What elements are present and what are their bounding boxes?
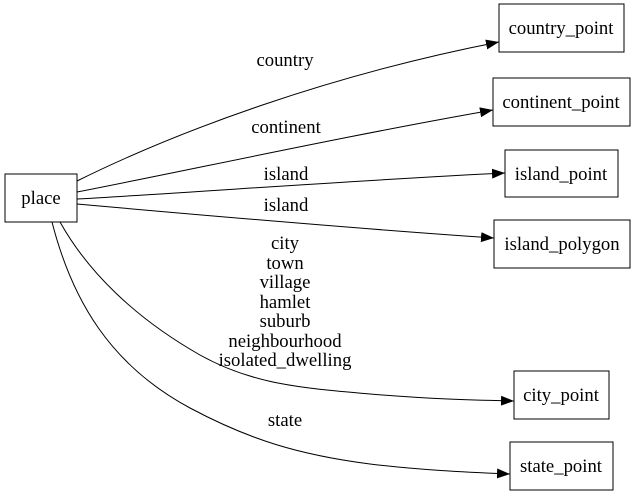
node-state-point: state_point [509, 441, 614, 491]
node-state-point-label: state_point [520, 456, 603, 477]
node-state-point-box [509, 441, 614, 491]
edge-line-country [76, 39, 500, 182]
edge-label-city: city [271, 233, 300, 254]
node-continent-point: continent_point [492, 77, 631, 127]
edge-place-island-polygon [76, 203, 495, 243]
node-island-point: island_point [504, 149, 619, 198]
edge-label-city-block: city town village hamlet suburb neighbou… [219, 233, 352, 371]
node-city-point-label: city_point [523, 385, 600, 406]
edge-label-neighbourhood: neighbourhood [228, 331, 342, 352]
node-place-label: place [21, 188, 60, 209]
node-continent-point-box [492, 77, 631, 127]
node-place-box [4, 173, 78, 223]
edge-line-island-point [76, 168, 506, 200]
node-city-point-box [513, 370, 610, 420]
edge-label-island-point: island [264, 164, 309, 185]
edge-label-island-polygon: island [264, 195, 309, 216]
node-country-point-box [498, 3, 625, 53]
node-island-point-box [504, 149, 619, 198]
node-island-polygon: island_polygon [493, 219, 631, 269]
edge-line-continent [76, 107, 494, 193]
edge-line-city [59, 221, 515, 406]
edge-label-town: town [266, 253, 304, 274]
node-country-point: country_point [498, 3, 625, 53]
edge-label-state: state [268, 410, 302, 431]
node-city-point: city_point [513, 370, 610, 420]
edge-label-suburb: suburb [260, 311, 311, 332]
node-island-point-label: island_point [515, 164, 608, 185]
edge-label-hamlet: hamlet [260, 292, 312, 313]
edge-place-continent-point [76, 107, 494, 193]
node-island-polygon-label: island_polygon [504, 234, 620, 255]
edge-place-country-point [76, 39, 500, 182]
edge-line-island-polygon [76, 203, 495, 243]
edge-line-state [51, 221, 511, 479]
node-island-polygon-box [493, 219, 631, 269]
edge-label-village: village [260, 272, 311, 293]
edge-place-city-point [59, 221, 515, 406]
node-place: place [4, 173, 78, 223]
edge-label-country: country [256, 50, 314, 71]
node-continent-point-label: continent_point [502, 92, 620, 113]
edge-label-isolated-dwelling: isolated_dwelling [219, 350, 352, 371]
edge-place-island-point [76, 168, 506, 200]
node-country-point-label: country_point [509, 18, 615, 39]
edge-label-continent: continent [251, 117, 321, 138]
edge-place-state-point [51, 221, 511, 479]
